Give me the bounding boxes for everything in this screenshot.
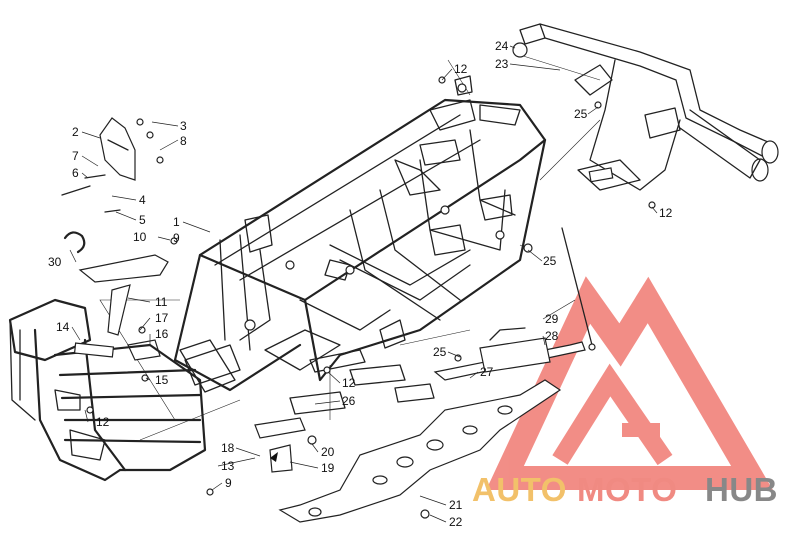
rear-support	[433, 327, 586, 381]
callout-27: 27	[480, 365, 494, 379]
callout-2: 2	[72, 125, 79, 139]
callout-12b: 12	[342, 376, 356, 390]
callout-25b: 25	[543, 254, 557, 268]
support-rod	[561, 227, 596, 351]
front-bracket	[78, 254, 169, 283]
callout-8: 8	[180, 134, 187, 148]
callout-14: 14	[56, 320, 70, 334]
shading-strips	[289, 364, 435, 415]
watermark-wordmark: AUTO MOTO HUB	[472, 471, 778, 508]
main-frame	[173, 75, 547, 393]
callout-22: 22	[449, 515, 463, 529]
callout-18: 18	[221, 441, 235, 455]
leader-lines	[69, 45, 658, 523]
watermark-word-moto: MOTO	[577, 471, 677, 508]
skid-plate	[278, 379, 562, 523]
callout-19: 19	[321, 461, 335, 475]
callout-1: 1	[173, 215, 180, 229]
callout-6: 6	[72, 166, 79, 180]
callout-13: 13	[221, 459, 235, 473]
callout-10: 10	[133, 230, 147, 244]
callout-25c: 25	[574, 107, 588, 121]
callout-26: 26	[342, 394, 356, 408]
front-bumper	[8, 298, 207, 482]
callout-15: 15	[155, 373, 169, 387]
callout-28: 28	[545, 329, 559, 343]
callout-25: 25	[433, 345, 447, 359]
callout-29: 29	[545, 312, 559, 326]
skid-bar	[254, 417, 317, 473]
callout-5: 5	[139, 213, 146, 227]
clamp-ring	[63, 231, 86, 254]
front-brace	[107, 284, 131, 336]
callout-23: 23	[495, 57, 509, 71]
callout-24: 24	[495, 39, 509, 53]
hardware	[86, 42, 656, 496]
watermark-word-auto: AUTO	[472, 471, 567, 508]
callout-4: 4	[139, 193, 146, 207]
callout-16: 16	[155, 327, 169, 341]
watermark-word-hub: HUB	[705, 471, 778, 508]
callout-17: 17	[155, 311, 169, 325]
small-brackets	[127, 326, 161, 382]
callout-12c: 12	[659, 206, 673, 220]
callout-labels: 2 3 8 7 6 4 5 1 9 10 30 11 17 16 14 15 1…	[48, 39, 673, 529]
callout-12: 12	[96, 415, 110, 429]
watermark-logo	[486, 276, 773, 490]
callout-3: 3	[180, 119, 187, 133]
callout-21: 21	[449, 498, 463, 512]
callout-20: 20	[321, 445, 335, 459]
rear-rack-tube	[519, 23, 779, 191]
callout-9: 9	[173, 231, 180, 245]
callout-7: 7	[72, 149, 79, 163]
callout-30: 30	[48, 255, 62, 269]
callout-12d: 12	[454, 62, 468, 76]
callout-11: 11	[155, 295, 168, 309]
guide-lines	[99, 54, 601, 441]
callout-9b: 9	[225, 476, 232, 490]
headlight-shield	[61, 117, 164, 213]
